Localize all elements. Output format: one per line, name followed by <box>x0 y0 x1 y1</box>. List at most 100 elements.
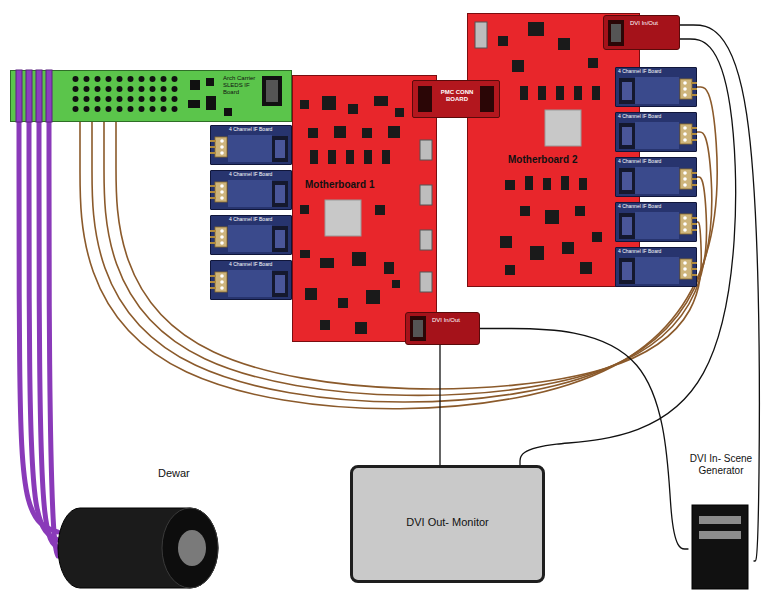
node-text: 4 Channel IF Board <box>618 159 680 165</box>
node-text: 4 Channel IF Board <box>229 217 291 223</box>
chip <box>520 206 530 216</box>
dvi-board: DVI In/Out <box>603 15 680 50</box>
ribbon-cable <box>19 122 58 532</box>
chip <box>384 262 394 274</box>
chip <box>580 262 592 274</box>
node-text: Motherboard 2 <box>508 154 633 166</box>
chip <box>528 22 544 36</box>
chip <box>505 180 515 190</box>
chip <box>556 86 564 100</box>
node-text: DVI In/Out <box>432 317 478 324</box>
node-text: 4 Channel IF Board <box>618 204 680 210</box>
chip <box>300 250 310 258</box>
channel-board-art <box>619 122 697 149</box>
channel-board: 4 Channel IF Board <box>615 247 697 287</box>
connector-inner <box>266 80 278 102</box>
channel-board-art <box>210 270 288 297</box>
chip <box>190 80 200 90</box>
channel-board-art <box>210 225 288 252</box>
dewar: Dewar <box>58 465 223 589</box>
chip <box>592 232 602 242</box>
chip <box>498 36 508 46</box>
node-text: 4 Channel IF Board <box>618 114 680 120</box>
chip <box>320 320 330 330</box>
chip <box>382 150 390 164</box>
chip <box>388 126 400 138</box>
chip <box>188 100 200 108</box>
chip <box>588 58 598 68</box>
channel-board-art <box>619 77 697 104</box>
chip <box>392 280 400 288</box>
chip <box>375 205 385 215</box>
chip <box>348 104 358 114</box>
drive-bay <box>699 516 741 524</box>
dvi-board: DVI In/Out <box>405 312 480 345</box>
chip <box>561 176 569 190</box>
chip <box>520 86 528 100</box>
chip <box>338 298 348 308</box>
node-text: 4 Channel IF Board <box>618 249 680 255</box>
chip <box>206 78 214 86</box>
node-text: Motherboard 1 <box>305 179 430 191</box>
slot-connector <box>420 230 432 250</box>
chip <box>334 126 346 138</box>
chip <box>366 290 380 304</box>
slot-connector <box>475 22 487 48</box>
ribbon-socket <box>16 70 22 122</box>
dewar-window <box>178 530 206 566</box>
channel-board: 4 Channel IF Board <box>210 260 292 300</box>
ribbon-cable <box>29 122 58 540</box>
connector-block <box>608 20 624 46</box>
chip <box>395 108 404 117</box>
chip <box>374 96 388 106</box>
chip <box>305 288 317 300</box>
chip <box>525 176 533 190</box>
chip <box>579 178 587 190</box>
node-text: 4 Channel IF Board <box>229 127 291 133</box>
ribbon-socket <box>26 70 32 122</box>
connector-inner <box>413 320 423 337</box>
chip <box>300 100 309 109</box>
slot-connector <box>420 140 432 160</box>
connector-block <box>480 86 494 112</box>
dvi-cable <box>439 345 440 465</box>
ribbon-cable <box>49 122 58 556</box>
chip <box>364 150 372 164</box>
channel-board: 4 Channel IF Board <box>615 202 697 242</box>
channel-board-art <box>210 135 288 162</box>
channel-board-art <box>619 257 697 284</box>
chip <box>574 86 582 100</box>
node-text: PMC CONN BOARD <box>435 89 479 103</box>
chip <box>538 86 546 100</box>
channel-board: 4 Channel IF Board <box>210 125 292 165</box>
chip <box>558 38 570 50</box>
chip <box>310 150 318 164</box>
node-text: Dewar <box>158 467 218 480</box>
channel-board: 4 Channel IF Board <box>210 170 292 210</box>
processor-chip <box>325 200 361 236</box>
slot-connector <box>420 185 432 205</box>
chip <box>308 128 318 138</box>
chip <box>320 258 334 268</box>
connector-block <box>410 316 426 341</box>
channel-board: 4 Channel IF Board <box>615 157 697 197</box>
node-text: DVI Out- Monitor <box>353 516 542 529</box>
pmc-connector-board: PMC CONN BOARD <box>412 80 500 118</box>
channel-board-art <box>619 212 697 239</box>
processor-chip <box>545 110 581 146</box>
connector-block <box>262 76 282 106</box>
chip <box>575 206 585 216</box>
node-text: DVI In/Out <box>630 20 678 27</box>
chip <box>545 210 559 224</box>
channel-board-art <box>210 180 288 207</box>
node-text: 4 Channel IF Board <box>229 262 291 268</box>
if-board: Arch Carrier SLEDS IF Board <box>10 70 292 122</box>
dewar-face <box>162 508 218 588</box>
node-text: 4 Channel IF Board <box>229 172 291 178</box>
drive-bay <box>699 531 741 539</box>
channel-board: 4 Channel IF Board <box>615 112 697 152</box>
slot-connector <box>420 272 432 292</box>
channel-board-art <box>619 167 697 194</box>
